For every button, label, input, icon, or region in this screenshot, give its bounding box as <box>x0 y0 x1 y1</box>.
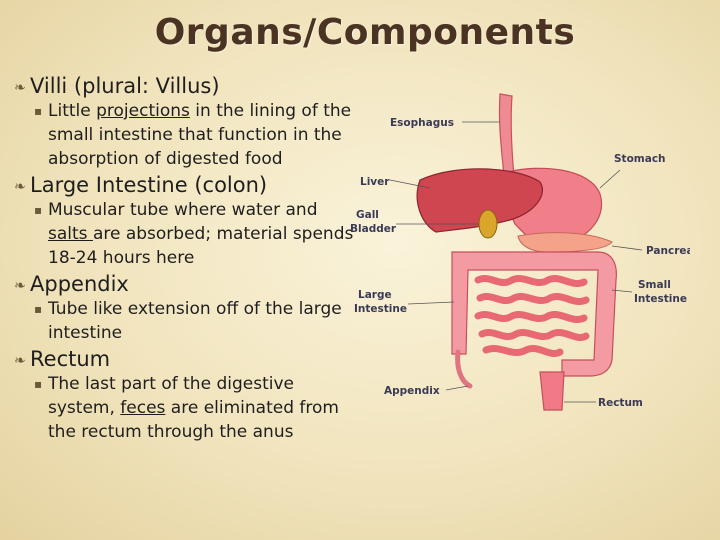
underlined-term: salts <box>48 224 93 244</box>
label-rectum: Rectum <box>598 397 643 409</box>
label-gall: Gall <box>356 209 379 221</box>
bullet-heading: Large Intestine (colon) <box>30 173 268 197</box>
sub-bullet-appendix: ▪ Tube like extension off of the large i… <box>34 297 354 345</box>
bullet-icon: ❧ <box>14 353 26 369</box>
label-small: Small <box>638 279 671 291</box>
sub-bullet-icon: ▪ <box>34 203 43 217</box>
pancreas-shape <box>517 232 613 253</box>
bullet-appendix: ❧ Appendix <box>14 272 354 297</box>
sub-text: The last part of the digestive system, <box>48 374 294 418</box>
bullet-heading: Rectum <box>30 347 111 371</box>
bullet-icon: ❧ <box>14 179 26 195</box>
sub-bullet-icon: ▪ <box>34 302 43 316</box>
label-appendix: Appendix <box>384 385 440 397</box>
sub-text: Little <box>48 101 97 121</box>
bullet-icon: ❧ <box>14 80 26 96</box>
bullet-heading: Appendix <box>30 272 129 296</box>
bullet-rectum: ❧ Rectum <box>14 347 354 372</box>
liver-shape <box>416 168 543 233</box>
sub-bullet-villi: ▪ Little projections in the lining of th… <box>34 99 354 171</box>
sub-bullet-rectum: ▪ The last part of the digestive system,… <box>34 372 354 444</box>
sub-text: Muscular tube where water and <box>48 200 318 220</box>
sub-text: in the lining of the small intestine tha… <box>48 101 352 169</box>
small-intestine-shape <box>474 275 590 357</box>
label-stomach: Stomach <box>614 153 666 165</box>
label-pancreas: Pancreas <box>646 245 690 257</box>
label-bladder: Bladder <box>350 223 397 235</box>
label-esophagus: Esophagus <box>390 117 454 129</box>
bullet-icon: ❧ <box>14 278 26 294</box>
sub-text: Tube like extension off of the large int… <box>48 299 342 343</box>
sub-text: are absorbed; material spends 18-24 hour… <box>48 224 354 268</box>
label-liver: Liver <box>360 176 390 188</box>
rectum-shape <box>539 371 565 411</box>
appendix-shape <box>455 349 473 389</box>
large-intestine-shape <box>451 251 617 377</box>
label-small-intestine: Intestine <box>634 293 687 305</box>
gall-bladder-shape <box>478 209 498 239</box>
bullet-list: ❧ Villi (plural: Villus) ▪ Little projec… <box>14 74 354 444</box>
bullet-villi: ❧ Villi (plural: Villus) <box>14 74 354 99</box>
label-large: Large <box>358 289 392 301</box>
sub-bullet-large-intestine: ▪ Muscular tube where water and salts ar… <box>34 198 354 270</box>
esophagus-shape <box>498 93 515 177</box>
sub-bullet-icon: ▪ <box>34 104 43 118</box>
underlined-term: feces <box>120 398 166 418</box>
digestive-system-diagram: Esophagus Stomach Liver Gall Bladder Pan… <box>350 93 690 411</box>
bullet-large-intestine: ❧ Large Intestine (colon) <box>14 173 354 198</box>
sub-text: are eliminated from the rectum through t… <box>48 398 339 442</box>
label-large-intestine: Intestine <box>354 303 407 315</box>
sub-bullet-icon: ▪ <box>34 377 43 391</box>
slide-title: Organs/Components <box>154 12 576 53</box>
underlined-term: projections <box>96 101 190 121</box>
bullet-heading: Villi (plural: Villus) <box>30 74 220 98</box>
